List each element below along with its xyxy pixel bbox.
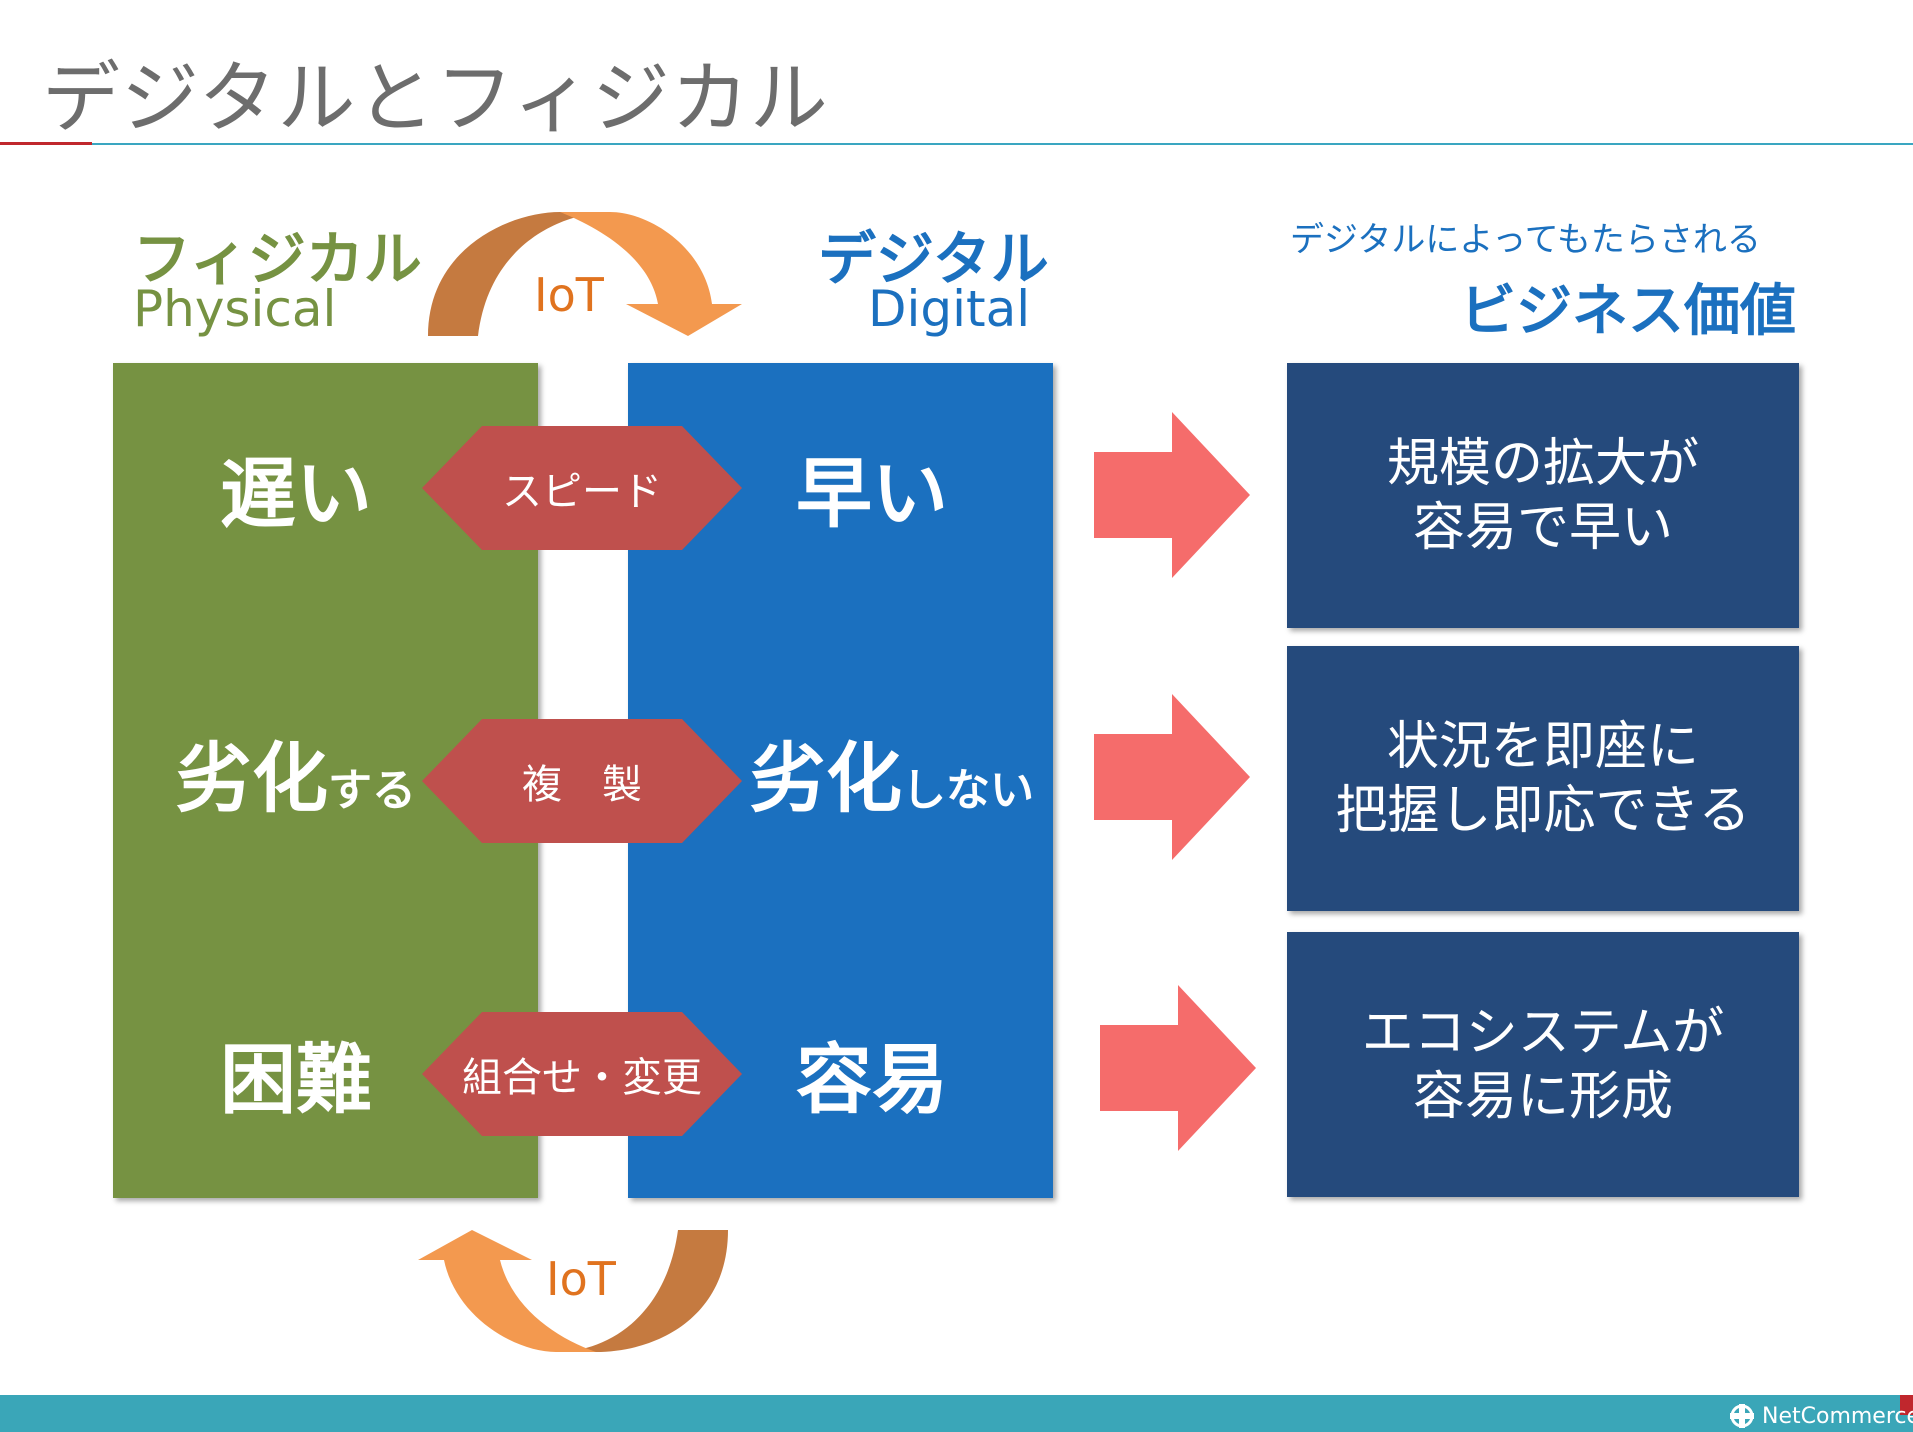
connector-copy: 複 製: [422, 719, 742, 843]
footer-logo: NetCommerce: [1728, 1401, 1913, 1431]
iot-top-arrow: [428, 212, 742, 336]
footer-accent: [1900, 1395, 1913, 1415]
value-arrow-2: [1094, 694, 1250, 860]
value-box-3-line1: エコシステムが: [1361, 1002, 1725, 1063]
digital-title-jp: デジタル: [818, 225, 1049, 293]
netcommerce-logo-icon: [1730, 1404, 1754, 1428]
digital-title-en: Digital: [868, 280, 1031, 338]
physical-row-copy-suffix: する: [328, 765, 416, 816]
value-arrow-1: [1094, 412, 1250, 578]
value-box-3-line2: 容易に形成: [1412, 1066, 1673, 1127]
business-value-subtitle: デジタルによってもたらされる: [1290, 220, 1761, 260]
value-box-1-line2: 容易で早い: [1412, 497, 1673, 558]
physical-row-speed: 遅い: [220, 432, 372, 542]
digital-row-speed: 早い: [796, 432, 948, 542]
physical-title-jp: フィジカル: [133, 225, 422, 293]
title-rule-accent: [0, 142, 92, 145]
physical-row-speed-main: 遅い: [220, 449, 372, 538]
iot-top-label: IoT: [534, 268, 604, 322]
physical-row-combine: 困難: [220, 1018, 372, 1128]
connector-combine-label: 組合せ・変更: [462, 1055, 702, 1101]
connector-speed: スピード: [422, 426, 742, 550]
page-title: デジタルとフィジカル: [42, 54, 829, 144]
iot-bottom-arrow: [418, 1230, 728, 1352]
value-box-1-line1: 規模の拡大が: [1386, 433, 1699, 494]
digital-row-combine: 容易: [796, 1018, 948, 1128]
connector-speed-label: スピード: [502, 469, 662, 515]
value-box-2: 状況を即座に 把握し即応できる: [1287, 646, 1799, 911]
iot-bottom-label: IoT: [546, 1252, 616, 1306]
value-arrow-3: [1100, 985, 1256, 1151]
title-rule: [92, 143, 1913, 145]
footer-bar: [0, 1395, 1913, 1432]
value-box-1: 規模の拡大が 容易で早い: [1287, 363, 1799, 628]
physical-title-en: Physical: [133, 280, 337, 338]
digital-row-copy: 劣化しない: [750, 717, 1034, 827]
physical-row-copy: 劣化する: [176, 717, 416, 827]
footer-logo-text: NetCommerce: [1762, 1403, 1913, 1429]
connector-copy-label: 複 製: [522, 762, 642, 808]
value-box-3: エコシステムが 容易に形成: [1287, 932, 1799, 1197]
physical-row-copy-main: 劣化: [176, 734, 328, 823]
value-box-2-line1: 状況を即座に: [1386, 716, 1699, 777]
business-value-title: ビジネス価値: [1460, 279, 1796, 344]
digital-row-combine-main: 容易: [796, 1035, 948, 1124]
connector-combine: 組合せ・変更: [422, 1012, 742, 1136]
digital-row-copy-suffix: しない: [902, 765, 1034, 816]
digital-row-copy-main: 劣化: [750, 734, 902, 823]
value-box-2-line2: 把握し即応できる: [1335, 780, 1751, 841]
digital-row-speed-main: 早い: [796, 449, 948, 538]
physical-row-combine-main: 困難: [220, 1035, 372, 1124]
